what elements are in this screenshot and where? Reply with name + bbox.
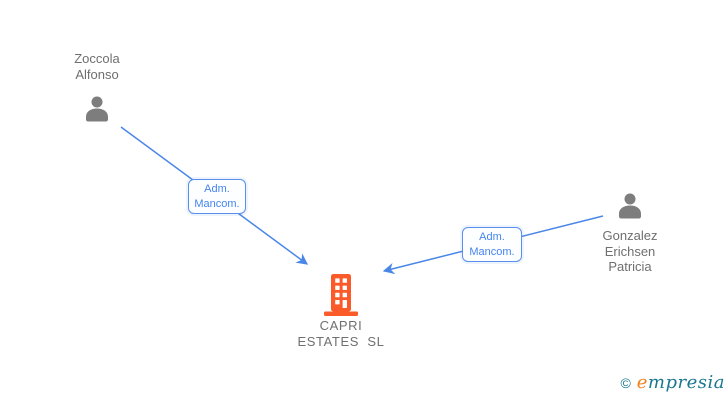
person-node-zoccola-alfonso[interactable]: Zoccola Alfonso: [37, 51, 157, 124]
building-icon: [324, 274, 358, 316]
company-node-capri-estates-sl[interactable]: CAPRI ESTATES SL: [281, 274, 401, 349]
person-icon: [619, 193, 641, 219]
brand-wordmark: empresia: [637, 372, 725, 393]
brand-initial: e: [636, 372, 648, 393]
company-name-label: CAPRI ESTATES SL: [297, 318, 385, 349]
brand-rest: mpresia: [647, 372, 725, 393]
copyright-icon: ©: [620, 375, 631, 391]
person-name-label: Gonzalez Erichsen Patricia: [602, 228, 658, 274]
person-icon: [86, 96, 108, 122]
person-name-label: Zoccola Alfonso: [74, 51, 120, 82]
edge-label-adm-mancom-right[interactable]: Adm. Mancom.: [462, 227, 522, 262]
person-node-gonzalez-erichsen-patricia[interactable]: Gonzalez Erichsen Patricia: [570, 191, 690, 275]
edge-label-adm-mancom-left[interactable]: Adm. Mancom.: [188, 179, 246, 214]
empresia-logo[interactable]: © empresia: [620, 372, 725, 393]
